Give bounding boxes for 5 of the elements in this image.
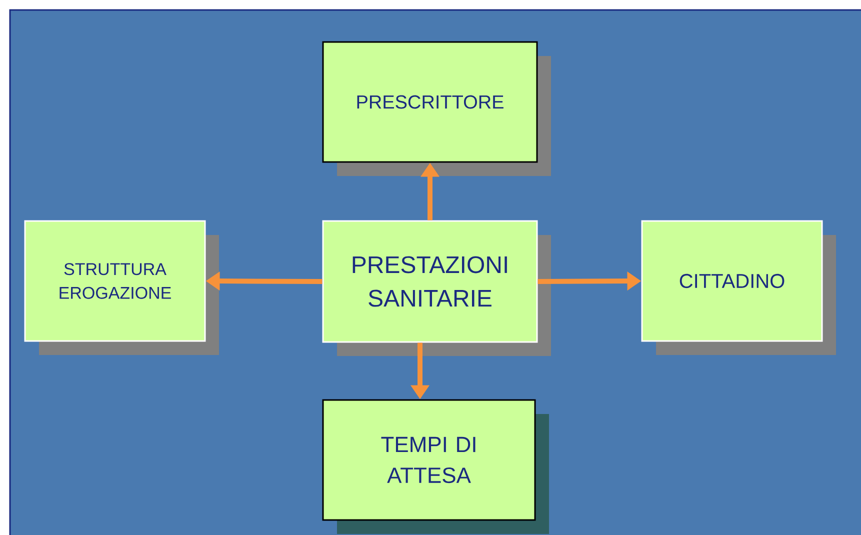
process-box: CITTADINO xyxy=(641,220,836,355)
process-box: PRESTAZIONI SANITARIE xyxy=(322,220,551,356)
process-box: TEMPI DI ATTESA xyxy=(322,399,549,534)
process-box: STRUTTURA EROGAZIONE xyxy=(24,220,219,355)
process-box: PRESCRITTORE xyxy=(322,41,551,176)
